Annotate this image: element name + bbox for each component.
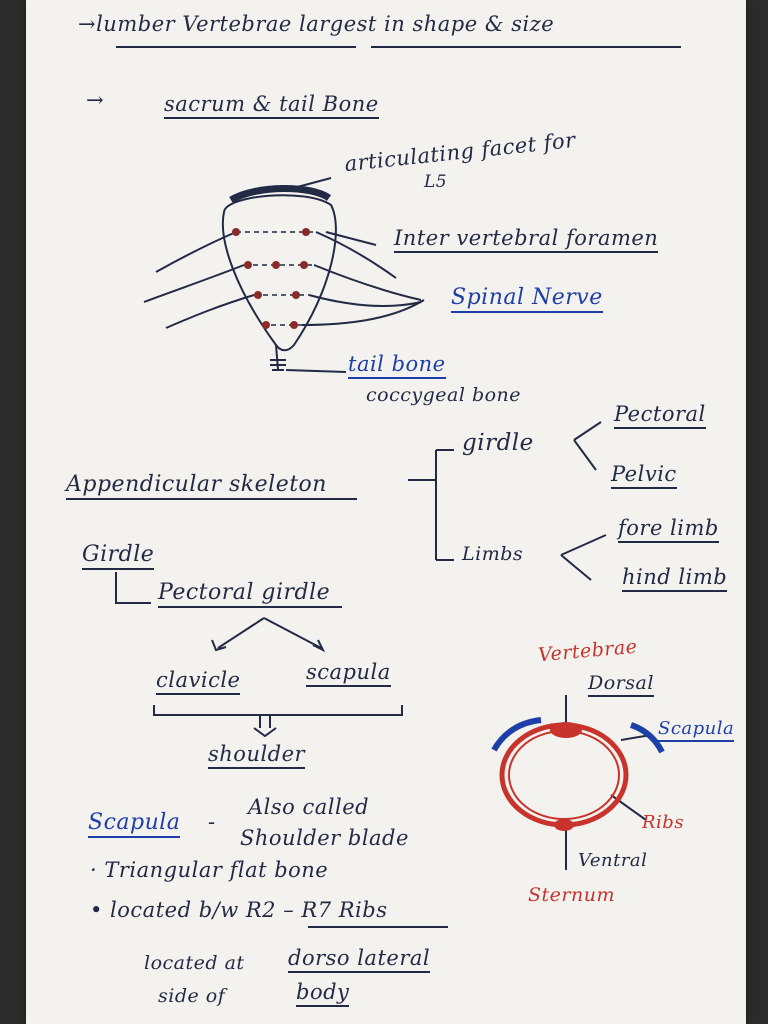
label-clavicle: clavicle bbox=[156, 668, 241, 695]
label-tail-bone: tail bone bbox=[348, 352, 446, 379]
label-shoulder: shoulder bbox=[208, 742, 306, 769]
label-hind-limb: hind limb bbox=[622, 565, 728, 592]
bullet-located-ribs: • located b/w R2 – R7 Ribs bbox=[90, 898, 388, 922]
text-also-called: Also called bbox=[248, 795, 370, 819]
text-body: body bbox=[296, 980, 350, 1007]
label-pectoral: Pectoral bbox=[614, 402, 706, 429]
label-ribs: Ribs bbox=[642, 812, 685, 833]
label-fore-limb: fore limb bbox=[618, 516, 719, 543]
label-scapula-diagram: Scapula bbox=[658, 718, 735, 742]
label-pelvic: Pelvic bbox=[611, 462, 677, 489]
label-ventral: Ventral bbox=[578, 850, 648, 871]
term-scapula: Scapula bbox=[88, 810, 181, 838]
label-limbs: Limbs bbox=[462, 543, 524, 565]
label-sternum: Sternum bbox=[528, 884, 615, 906]
ribcage-drawing bbox=[491, 717, 665, 831]
label-coccygeal-bone: coccygeal bone bbox=[366, 384, 522, 406]
text-shoulder-blade: Shoulder blade bbox=[240, 826, 409, 850]
sketch-drawings bbox=[115, 177, 665, 870]
text-located-at: located at bbox=[144, 952, 245, 974]
notebook-page: →lumber Vertebrae largest in shape & siz… bbox=[26, 0, 746, 1024]
label-scapula-bone: scapula bbox=[306, 660, 391, 687]
label-l5: L5 bbox=[424, 172, 448, 192]
label-dorsal: Dorsal bbox=[588, 672, 654, 697]
text-side-of: side of bbox=[158, 985, 226, 1007]
heading-appendicular-skeleton: Appendicular skeleton bbox=[66, 472, 357, 500]
sacrum-drawing bbox=[143, 185, 425, 371]
heading-girdle: Girdle bbox=[82, 542, 155, 570]
label-spinal-nerve: Spinal Nerve bbox=[451, 285, 603, 313]
label-girdle: girdle bbox=[462, 430, 534, 456]
dash: - bbox=[208, 810, 216, 834]
arrow-marker: → bbox=[86, 88, 105, 112]
heading-sacrum: sacrum & tail Bone bbox=[164, 92, 379, 119]
bullet-triangular: · Triangular flat bone bbox=[90, 858, 329, 882]
label-intervertebral-foramen: Inter vertebral foramen bbox=[394, 226, 659, 253]
text-dorso-lateral: dorso lateral bbox=[288, 946, 431, 973]
note-line-lumbar: →lumber Vertebrae largest in shape & siz… bbox=[78, 12, 555, 36]
label-pectoral-girdle: Pectoral girdle bbox=[158, 580, 343, 608]
